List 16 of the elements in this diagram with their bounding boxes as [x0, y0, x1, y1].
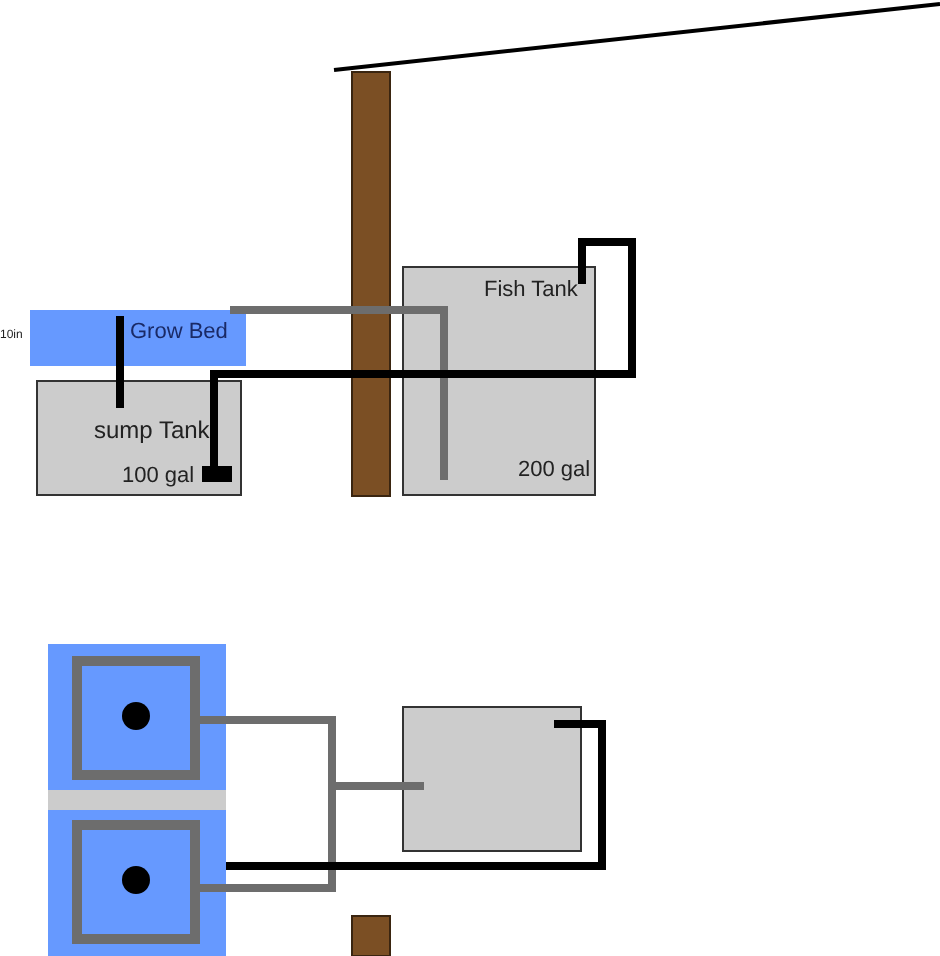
volume-label: 100 gal	[122, 464, 195, 488]
pipe	[230, 306, 448, 480]
pipe	[116, 316, 124, 408]
tank-label: sump Tank	[94, 416, 210, 444]
volume-label: 200 gal	[518, 458, 591, 482]
sump-tank	[36, 380, 242, 496]
tank-label: Grow Bed	[130, 320, 228, 344]
grow-bed-section	[72, 820, 200, 944]
pipe	[210, 238, 636, 468]
pipe	[226, 720, 606, 870]
grow-bed-plan	[48, 644, 226, 956]
tank-label: Fish Tank	[484, 278, 578, 302]
grow-bed-section	[72, 656, 200, 780]
fish-tank	[402, 266, 596, 496]
fish-tank-plan	[402, 706, 582, 852]
grow-bed	[30, 310, 246, 366]
